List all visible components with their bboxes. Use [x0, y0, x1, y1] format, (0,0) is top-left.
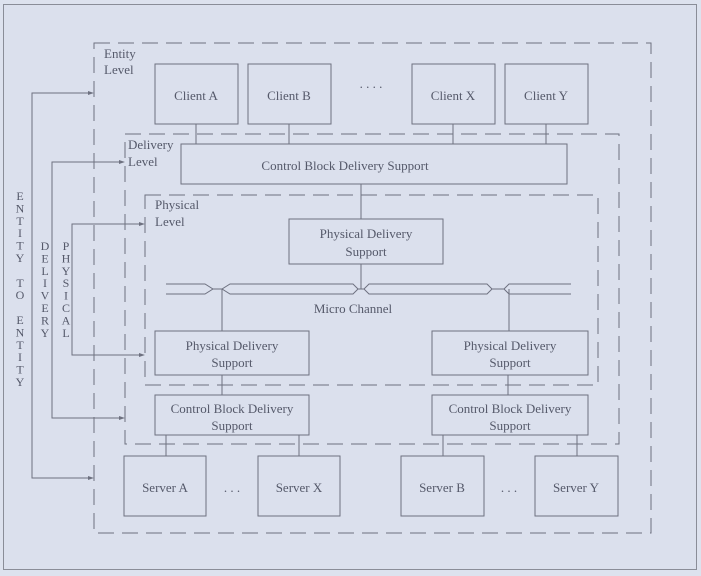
- right-cbds-label-1: Control Block Delivery: [449, 401, 572, 416]
- delivery-letter: R: [41, 313, 49, 327]
- delivery-letter: L: [41, 264, 48, 278]
- entity-to-entity-letter: T: [16, 363, 24, 377]
- clients-ellipsis: . . . .: [360, 76, 383, 91]
- left-pds-label-1: Physical Delivery: [186, 338, 279, 353]
- arrowhead-delivery-top: [119, 160, 125, 164]
- client-a-label: Client A: [174, 88, 218, 103]
- physical-letter: Y: [62, 264, 71, 278]
- entity-to-entity-letter: T: [16, 239, 24, 253]
- delivery-bracket: [51, 161, 121, 419]
- delivery-letter: I: [43, 276, 47, 290]
- client-x-box: [411, 63, 496, 125]
- arrowhead-entity-bottom: [88, 476, 94, 480]
- physical-letter: A: [62, 313, 71, 327]
- entity-to-entity-letter: O: [16, 288, 25, 302]
- server-a-label: Server A: [142, 480, 188, 495]
- physical-letter: H: [62, 251, 71, 265]
- entity-to-entity-bracket: [31, 92, 90, 479]
- client-b-box: [247, 63, 332, 125]
- delivery-level-label-2: Level: [128, 154, 158, 169]
- client-y-label: Client Y: [524, 88, 569, 103]
- top-pds-box: [288, 218, 444, 265]
- server-x-box: [257, 455, 341, 517]
- physical-level-label-1: Physical: [155, 197, 199, 212]
- physical-letter: C: [62, 301, 70, 315]
- delivery-letter: V: [41, 289, 50, 303]
- entity-to-entity-letter: T: [16, 276, 24, 290]
- left-cbds-label-1: Control Block Delivery: [171, 401, 294, 416]
- physical-level-label-2: Level: [155, 214, 185, 229]
- client-x-label: Client X: [431, 88, 476, 103]
- server-x-label: Server X: [276, 480, 323, 495]
- server-y-box: [534, 455, 619, 517]
- entity-to-entity-letter: T: [16, 338, 24, 352]
- delivery-letter: E: [41, 301, 48, 315]
- right-cbds-label-2: Support: [489, 418, 531, 433]
- arrowhead-physical-bottom: [139, 353, 145, 357]
- delivery-level-boundary: [124, 133, 620, 445]
- top-cbds-box: [180, 143, 568, 185]
- right-pds-box: [431, 330, 589, 376]
- top-pds-label-2: Support: [345, 244, 387, 259]
- left-cbds-label-2: Support: [211, 418, 253, 433]
- server-y-label: Server Y: [553, 480, 600, 495]
- arrowhead-entity-top: [88, 91, 94, 95]
- micro-channel-lower-rail: [166, 288, 571, 295]
- entity-to-entity-letter: N: [16, 325, 25, 339]
- entity-to-entity-letter: Y: [16, 375, 25, 389]
- micro-channel-upper-rail: [166, 283, 571, 290]
- entity-to-entity-letter: E: [16, 189, 23, 203]
- delivery-letter: D: [41, 239, 50, 253]
- entity-to-entity-letter: N: [16, 201, 25, 215]
- left-cbds-box: [154, 394, 310, 436]
- server-b-box: [400, 455, 485, 517]
- physical-letter: L: [62, 326, 69, 340]
- delivery-letter: Y: [41, 326, 50, 340]
- entity-level-label-1: Entity: [104, 46, 136, 61]
- client-b-label: Client B: [267, 88, 311, 103]
- entity-level-boundary: [93, 42, 652, 534]
- entity-to-entity-letter: I: [18, 350, 22, 364]
- physical-letter: S: [63, 276, 70, 290]
- left-pds-box: [154, 330, 310, 376]
- top-cbds-label: Control Block Delivery Support: [261, 158, 429, 173]
- entity-to-entity-letter: E: [16, 313, 23, 327]
- entity-level-label-2: Level: [104, 62, 134, 77]
- client-y-box: [504, 63, 589, 125]
- right-cbds-box: [431, 394, 589, 436]
- arrowhead-delivery-bottom: [119, 416, 125, 420]
- physical-level-boundary: [144, 194, 599, 386]
- left-pds-label-2: Support: [211, 355, 253, 370]
- entity-to-entity-letter: T: [16, 214, 24, 228]
- physical-letter: P: [63, 239, 70, 253]
- right-pds-label-2: Support: [489, 355, 531, 370]
- client-a-box: [154, 63, 239, 125]
- micro-channel-label: Micro Channel: [314, 301, 393, 316]
- delivery-letter: E: [41, 251, 48, 265]
- servers-right-ellipsis: . . .: [501, 480, 517, 495]
- servers-left-ellipsis: . . .: [224, 480, 240, 495]
- entity-to-entity-letter: Y: [16, 251, 25, 265]
- physical-bracket: [71, 223, 141, 356]
- top-pds-label-1: Physical Delivery: [320, 226, 413, 241]
- delivery-level-label-1: Delivery: [128, 137, 174, 152]
- arrowhead-physical-top: [139, 222, 145, 226]
- right-pds-label-1: Physical Delivery: [464, 338, 557, 353]
- server-b-label: Server B: [419, 480, 465, 495]
- physical-letter: I: [64, 289, 68, 303]
- server-a-box: [123, 455, 207, 517]
- entity-to-entity-letter: I: [18, 226, 22, 240]
